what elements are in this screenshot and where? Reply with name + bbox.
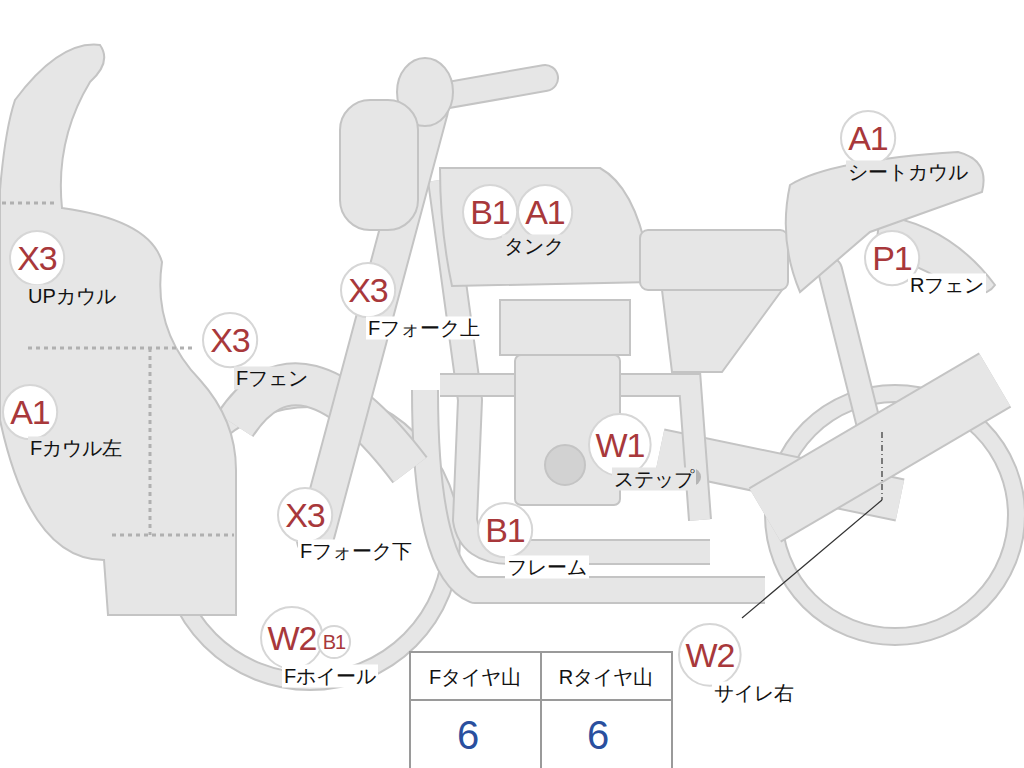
rating-circle: X3: [277, 487, 333, 543]
leader-line: [742, 432, 882, 618]
divider: [28, 347, 192, 350]
part-name: シートカウル: [846, 161, 970, 184]
bike-body: [0, 45, 1024, 690]
part-name: タンク: [502, 235, 566, 258]
circle-shape: [679, 624, 741, 686]
seat: [640, 230, 788, 290]
circle-shape: [318, 626, 350, 658]
damage-code: B1: [323, 632, 345, 652]
rating-circle: A1: [517, 184, 573, 240]
rating-circle: X3: [9, 230, 65, 286]
damage-code: B1: [485, 513, 525, 547]
part-name: サイレ右: [712, 682, 796, 705]
rating-circle: X3: [340, 262, 396, 318]
rating-circle: B1: [462, 184, 518, 240]
table-value: 6: [585, 712, 611, 758]
panel-dividers: [2, 203, 234, 535]
circle-shape: [203, 313, 257, 367]
rating-circle: B1: [317, 625, 351, 659]
part-name: Fフォーク上: [366, 317, 482, 340]
rating-circle: W2: [260, 606, 324, 670]
rear-strut: [830, 270, 870, 430]
damage-code: W2: [685, 638, 734, 672]
part-name: フレーム: [505, 556, 589, 579]
table-header: Rタイヤ山: [557, 666, 655, 689]
side-panel: [662, 290, 782, 372]
headlight: [340, 100, 418, 230]
damage-code: B1: [470, 195, 510, 229]
muffler-outline: [765, 380, 995, 515]
divider: [149, 348, 152, 535]
part-name: Fフォーク下: [298, 540, 414, 563]
rating-circle: W2: [678, 623, 742, 687]
rating-circle: A1: [840, 110, 896, 166]
circle-shape: [341, 263, 395, 317]
part-name: Fフェン: [234, 367, 310, 390]
damage-code: X3: [210, 323, 250, 357]
engine-cover: [545, 445, 585, 485]
damage-code: X3: [17, 241, 57, 275]
damage-code: X3: [348, 273, 388, 307]
rating-circle: X3: [202, 312, 258, 368]
part-name: Rフェン: [908, 274, 986, 297]
leader-stroke: [742, 500, 882, 618]
part-name: UPカウル: [26, 285, 118, 308]
engine-head: [500, 300, 630, 355]
leader-dash: [881, 432, 882, 500]
table-header: Fタイヤ山: [427, 666, 523, 689]
circle-shape: [278, 488, 332, 542]
circle-shape: [3, 385, 57, 439]
table-frame: [410, 652, 672, 768]
circle-shape: [10, 231, 64, 285]
circle-shape: [518, 185, 572, 239]
circle-shape: [463, 185, 517, 239]
circle-shape: [261, 607, 323, 669]
damage-code: A1: [10, 395, 50, 429]
damage-code: A1: [848, 121, 888, 155]
table-value: 6: [455, 712, 481, 758]
damage-code: X3: [285, 498, 325, 532]
fuel-tank: [440, 168, 652, 286]
divider: [112, 534, 234, 537]
rear-strut-outline: [830, 270, 870, 430]
table-rule: [540, 652, 542, 768]
part-name: ステップ: [612, 468, 696, 491]
seat-cowl: [786, 152, 984, 292]
damage-code: A1: [525, 195, 565, 229]
circle-shape: [478, 503, 532, 557]
tread-table: [410, 652, 672, 768]
fairing: [0, 45, 236, 615]
divider: [2, 202, 58, 205]
damage-code: W2: [267, 621, 316, 655]
damage-code: W1: [595, 428, 644, 462]
part-name: Fカウル左: [28, 437, 124, 460]
rating-circle: A1: [2, 384, 58, 440]
circle-shape: [841, 111, 895, 165]
damage-code: P1: [872, 241, 912, 275]
rating-circle: B1: [477, 502, 533, 558]
part-name: Fホイール: [282, 665, 378, 688]
muffler: [765, 380, 995, 515]
